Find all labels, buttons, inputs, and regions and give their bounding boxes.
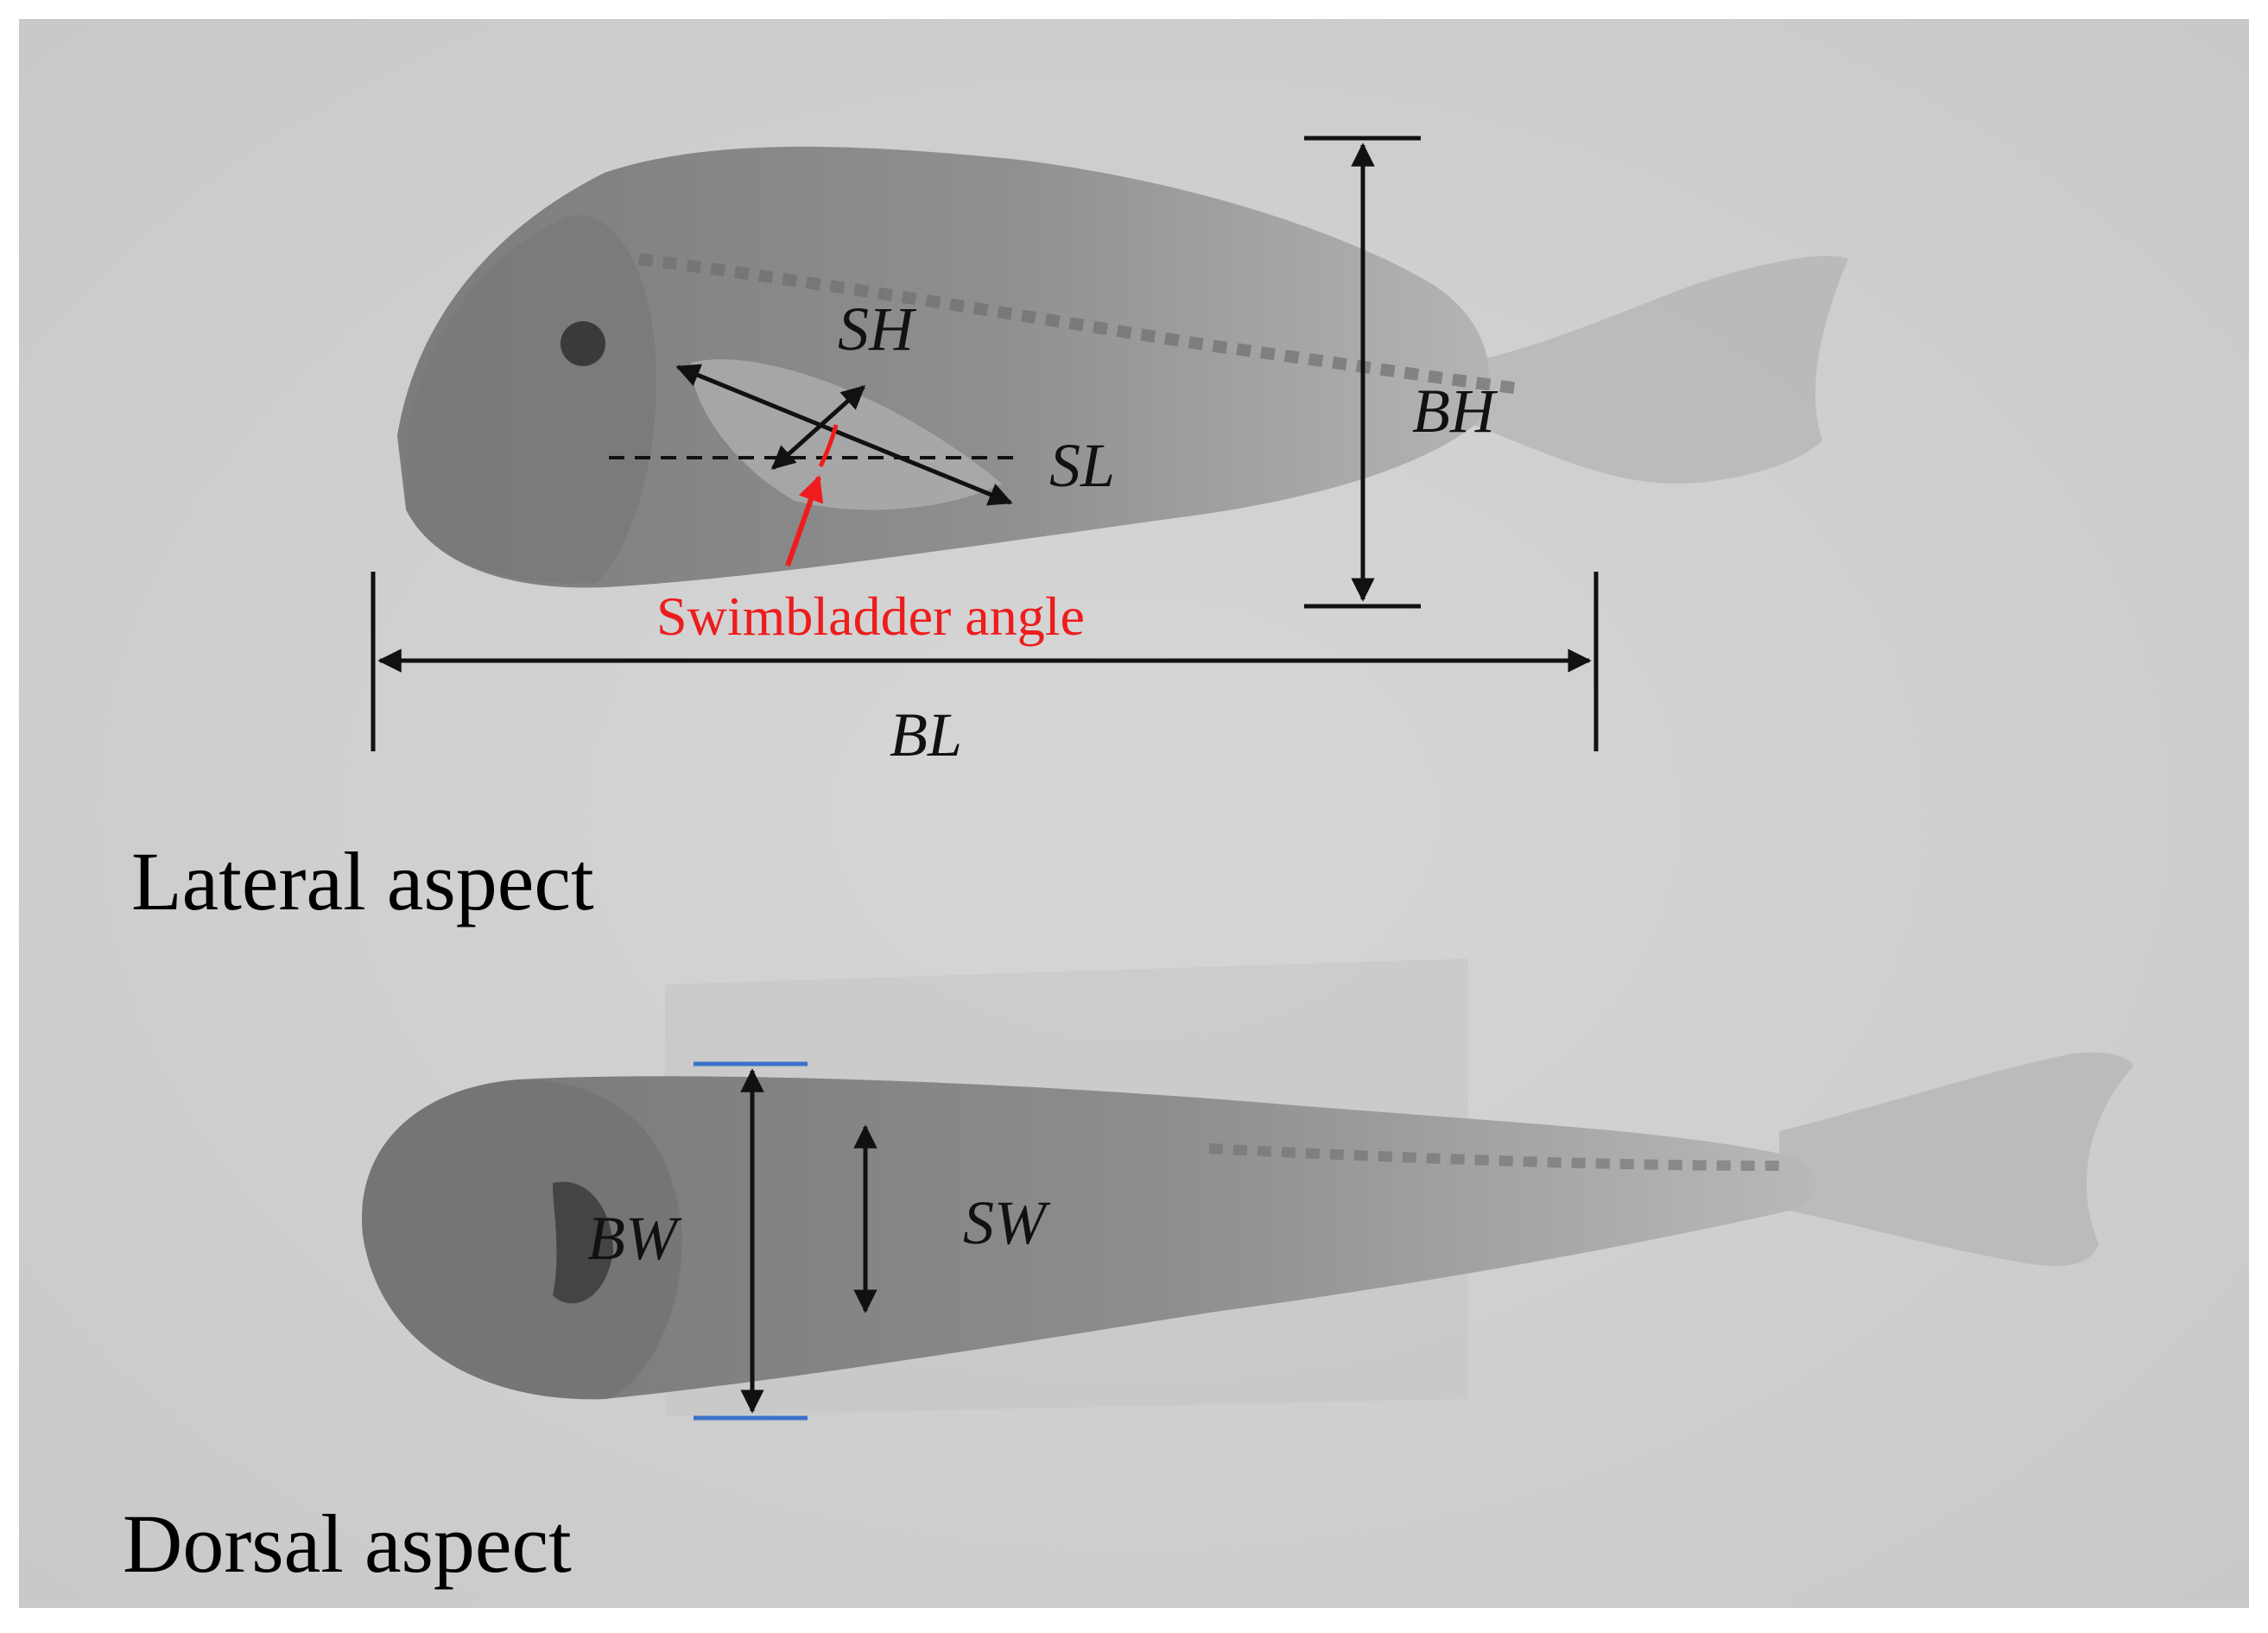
lateral-fish-tail xyxy=(1468,256,1848,484)
sl-label: SL xyxy=(1049,431,1115,500)
lateral-aspect-label: Lateral aspect xyxy=(131,835,594,927)
dorsal-fish-head xyxy=(362,1079,682,1400)
bh-label: BH xyxy=(1412,377,1498,446)
dorsal-spine xyxy=(1208,1143,1780,1171)
sl-arrow xyxy=(675,364,1013,506)
swimbladder-angle-arrow xyxy=(785,475,824,566)
lateral-fish-head xyxy=(406,215,656,584)
dorsal-fish-tail xyxy=(1779,1052,2133,1266)
sw-label: SW xyxy=(963,1188,1051,1257)
bl-label: BL xyxy=(890,700,962,769)
swimbladder-angle-label: Swimbladder angle xyxy=(656,585,1085,647)
swimbladder-angle-arc xyxy=(818,424,839,468)
lateral-fish-eye xyxy=(561,321,605,366)
dorsal-aspect-label: Dorsal aspect xyxy=(123,1497,572,1590)
dorsal-fish-eye xyxy=(553,1181,613,1304)
bw-label: BW xyxy=(587,1204,682,1273)
sh-label: SH xyxy=(838,294,917,364)
